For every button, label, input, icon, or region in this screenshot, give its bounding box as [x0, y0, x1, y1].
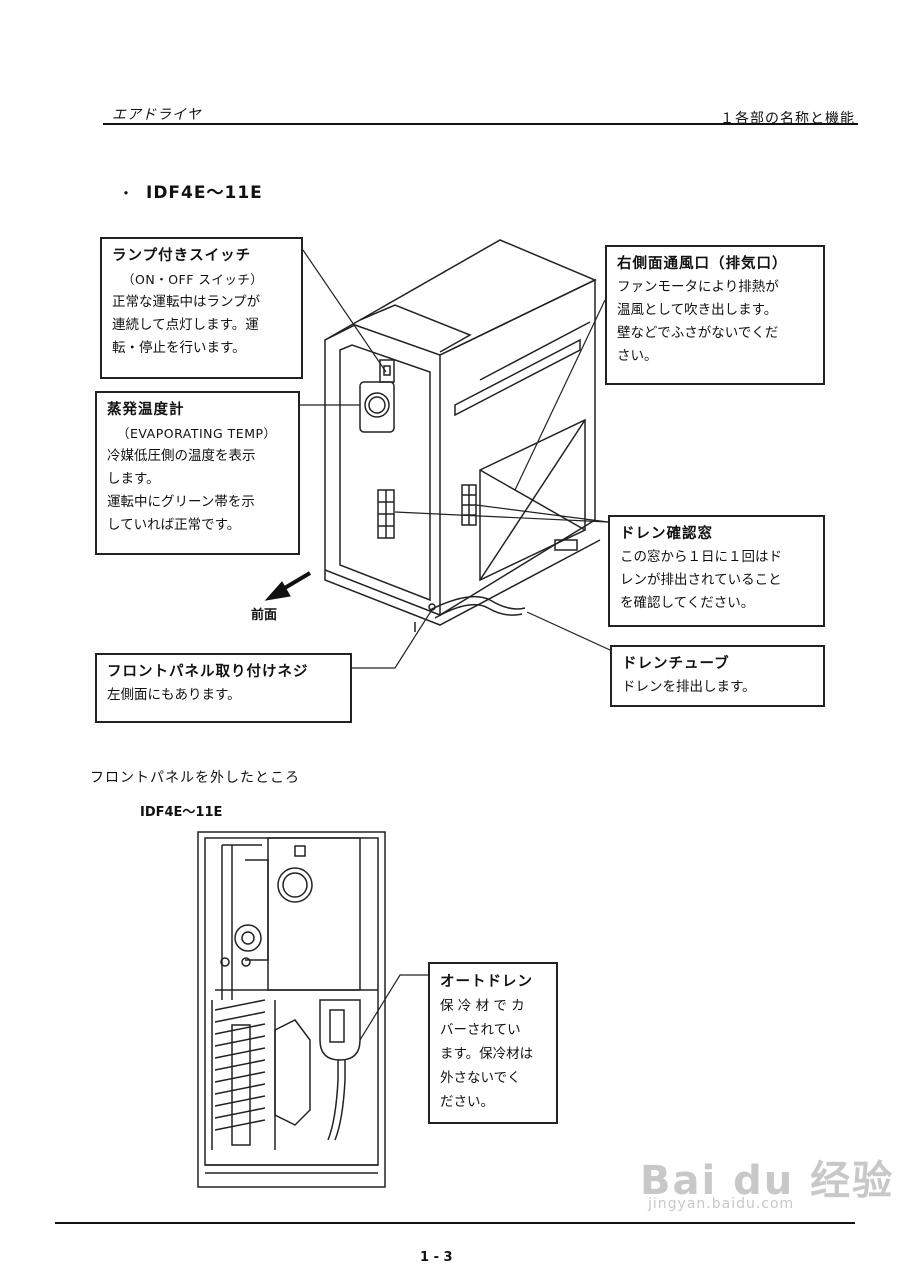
callout-title: フロントパネル取り付けネジ	[107, 664, 309, 680]
callout-line: 連続して点灯します。運	[112, 317, 259, 333]
callout-line: 壁などでふさがないでくだ	[617, 325, 779, 341]
leader-lines	[300, 249, 611, 1041]
callout-evap-gauge: 蒸発温度計 （EVAPORATING TEMP） 冷媒低圧側の温度を表示 します…	[95, 391, 300, 555]
callout-line: を確認してください。	[620, 595, 755, 611]
callout-lamp-switch: ランプ付きスイッチ （ON・OFF スイッチ） 正常な運転中はランプが 連続して…	[100, 237, 303, 379]
front-arrow	[264, 571, 312, 601]
callout-line: さい。	[617, 348, 658, 364]
watermark-logo: Bai du 经验	[640, 1158, 895, 1204]
callout-panel-screw: フロントパネル取り付けネジ 左側面にもあります。	[95, 653, 352, 723]
callout-line: 左側面にもあります。	[107, 687, 241, 703]
callout-line: バーされてい	[440, 1022, 521, 1038]
callout-vent: 右側面通風口（排気口） ファンモータにより排熱が 温風として吹き出します。 壁な…	[605, 245, 825, 385]
callout-line: していれば正常です。	[107, 517, 241, 533]
watermark-url: jingyan.baidu.com	[648, 1196, 795, 1212]
callout-drain-tube: ドレンチューブ ドレンを排出します。	[610, 645, 825, 707]
callout-drain-window: ドレン確認窓 この窓から１日に１回はド レンが排出されていること を確認してくだ…	[608, 515, 825, 627]
callout-line: ファンモータにより排熱が	[617, 279, 779, 295]
callout-auto-drain: オートドレン 保 冷 材 で カ バーされてい ます。保冷材は 外さないでく だ…	[428, 962, 558, 1124]
bullet: ・	[118, 184, 135, 203]
callout-line: レンが排出されていること	[620, 572, 782, 588]
callout-title: 右側面通風口（排気口）	[617, 256, 788, 272]
model-title-2: IDF4E〜11E	[140, 805, 223, 820]
callout-line: 温風として吹き出します。	[617, 302, 778, 318]
model-title: IDF4E〜11E	[146, 183, 263, 203]
callout-line: 外さないでく	[440, 1070, 521, 1086]
callout-title: 蒸発温度計	[107, 402, 185, 418]
callout-subtitle: （EVAPORATING TEMP）	[117, 426, 277, 441]
callout-title: ランプ付きスイッチ	[112, 248, 252, 264]
callout-subtitle: （ON・OFF スイッチ）	[122, 272, 264, 287]
header-title: エアドライヤ	[112, 107, 202, 123]
callout-line: ます。保冷材は	[440, 1046, 534, 1062]
callout-title: ドレンチューブ	[622, 656, 730, 672]
front-label: 前面	[251, 608, 278, 623]
callout-line: 冷媒低圧側の温度を表示	[107, 448, 256, 464]
callout-line: この窓から１日に１回はド	[620, 549, 782, 565]
callout-line: します。	[107, 471, 160, 487]
interior-drawing	[197, 831, 386, 1188]
footer-rule	[55, 1222, 855, 1224]
header-rule	[103, 123, 858, 125]
callout-line: ドレンを排出します。	[622, 679, 756, 695]
callout-line: 正常な運転中はランプが	[112, 294, 261, 310]
dryer-unit-drawing	[324, 239, 601, 632]
section-heading: フロントパネルを外したところ	[90, 770, 300, 786]
callout-line: 転・停止を行います。	[112, 340, 246, 356]
callout-line: 運転中にグリーン帯を示	[107, 494, 255, 510]
callout-title: オートドレン	[440, 974, 533, 990]
page-number: 1 - 3	[420, 1250, 453, 1265]
callout-line: 保 冷 材 で カ	[440, 998, 525, 1014]
callout-line: ださい。	[440, 1094, 494, 1110]
callout-title: ドレン確認窓	[620, 526, 713, 542]
